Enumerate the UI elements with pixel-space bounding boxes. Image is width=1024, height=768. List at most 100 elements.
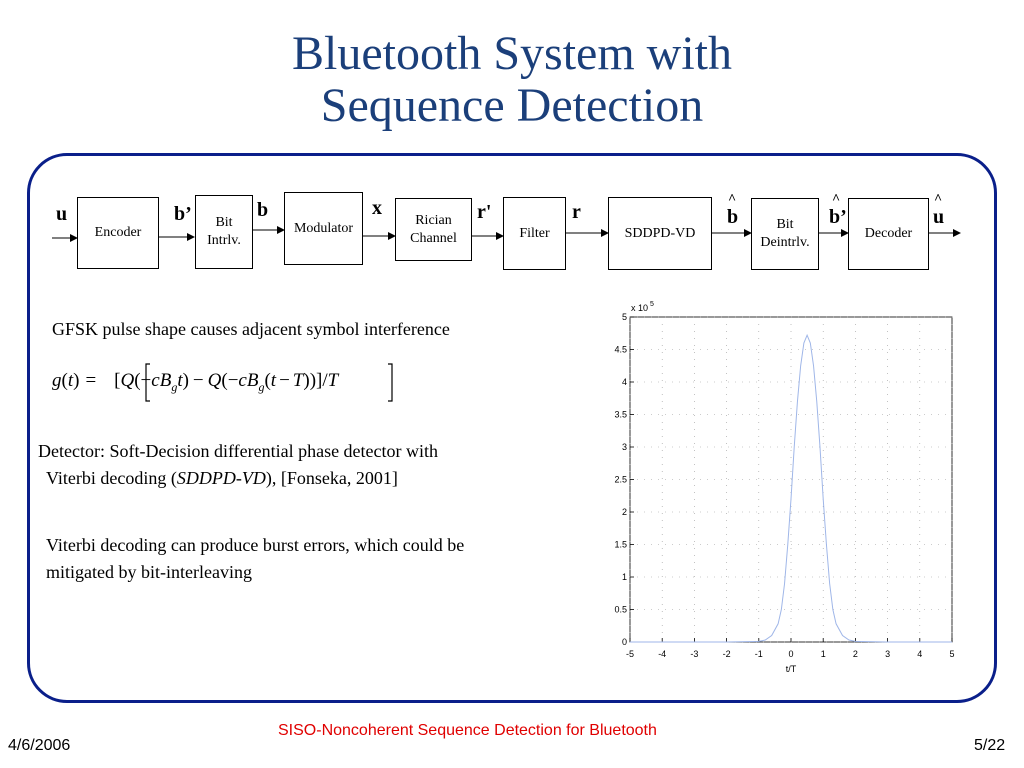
- footer-title: SISO-Noncoherent Sequence Detection for …: [278, 722, 657, 739]
- signal-b-hat: b: [727, 206, 739, 228]
- y-tick-label: 4.5: [614, 345, 627, 355]
- formula-T: T: [327, 370, 339, 391]
- pulse-series-line: [630, 333, 952, 643]
- bit-interleaver-block: Bit Intrlv.: [195, 195, 253, 269]
- filter-label: Filter: [519, 225, 550, 241]
- y-tick-label: 4: [622, 377, 627, 387]
- x-tick-label: 5: [949, 649, 954, 659]
- encoder-label: Encoder: [94, 225, 142, 240]
- title-line-2: Sequence Detection: [320, 79, 704, 132]
- y-multiplier-exponent: 5: [650, 301, 654, 308]
- signal-r: r: [572, 201, 581, 223]
- y-tick-label: 3.5: [614, 410, 627, 420]
- signal-b-hat-caret: ^: [728, 192, 737, 207]
- modulator-label: Modulator: [293, 220, 354, 236]
- formula-T: T: [292, 370, 304, 391]
- x-tick-label: 0: [788, 649, 793, 659]
- filter-block: Filter: [503, 197, 566, 270]
- y-tick-label: 1: [622, 572, 627, 582]
- y-tick-label: 5: [622, 312, 627, 322]
- signal-u-hat-caret: ^: [934, 192, 943, 207]
- x-tick-label: -5: [626, 649, 634, 659]
- decoder-label: Decoder: [864, 226, 913, 241]
- formula-sub-g: g: [171, 379, 178, 394]
- formula-minus: −: [279, 370, 290, 391]
- y-tick-label: 0: [622, 637, 627, 647]
- formula-minus: −: [192, 370, 204, 391]
- formula-paren: ): [303, 370, 310, 391]
- diagram-arrows: [52, 226, 961, 242]
- viterbi-line-2: mitigated by bit-interleaving: [46, 562, 252, 582]
- y-tick-label: 3: [622, 442, 627, 452]
- rician-label-2: Channel: [410, 230, 457, 246]
- formula-b: B: [246, 370, 259, 391]
- bit-interleaver-label-2: Intrlv.: [207, 233, 241, 248]
- signal-b-prime: b’: [174, 203, 192, 225]
- formula-t: t: [67, 370, 74, 391]
- bit-deinterleaver-label-2: Deintrlv.: [760, 235, 810, 250]
- formula-paren: (: [61, 370, 68, 391]
- formula-c: c: [238, 370, 247, 391]
- formula-q: Q: [120, 370, 135, 391]
- content-panel: [27, 153, 997, 703]
- formula-bracket: [: [114, 370, 121, 391]
- formula-paren: ): [182, 370, 189, 391]
- formula-paren: ): [309, 370, 317, 391]
- detector-line-2: Viterbi decoding (SDDPD-VD), [Fonseka, 2…: [46, 465, 398, 491]
- formula-brackets: [145, 363, 393, 402]
- sddpd-vd-block: SDDPD-VD: [608, 197, 712, 270]
- x-axis-label: t/T: [786, 664, 797, 674]
- rician-channel-block: Rician Channel: [395, 198, 472, 261]
- formula-q: Q: [207, 370, 222, 391]
- formula-t: t: [177, 370, 183, 391]
- y-tick-label: 0.5: [614, 605, 627, 615]
- x-tick-label: -2: [723, 649, 731, 659]
- encoder-block: Encoder: [77, 197, 159, 269]
- signal-b: b: [257, 199, 269, 221]
- detector-text-post: ), [Fonseka, 2001]: [265, 468, 398, 488]
- slide-title: Bluetooth System with Sequence Detection: [0, 28, 1024, 132]
- signal-b-hat-prime-caret: ^: [832, 192, 841, 207]
- x-tick-label: -3: [690, 649, 698, 659]
- footer-date: 4/6/2006: [8, 737, 71, 754]
- y-tick-label: 2: [622, 507, 627, 517]
- gfsk-text: GFSK pulse shape causes adjacent symbol …: [52, 319, 450, 339]
- signal-u-hat: u: [933, 206, 945, 228]
- detector-text-italic: SDDPD-VD: [176, 468, 266, 488]
- formula-g: g: [52, 370, 62, 391]
- bit-deinterleaver-label-1: Bit: [776, 217, 794, 232]
- footer-page-number: 5/22: [974, 737, 1006, 754]
- formula-minus: −: [140, 370, 152, 391]
- detector-line-1: Detector: Soft-Decision differential pha…: [38, 441, 439, 461]
- formula-expression: g(t)=[Q(−cBgt)−Q(−cBg(t−T))]/T: [52, 370, 338, 395]
- formula-sub-g: g: [258, 379, 265, 394]
- title-line-1: Bluetooth System with: [291, 27, 732, 80]
- formula-paren: (: [134, 370, 141, 391]
- detector-text-pre: Viterbi decoding (: [46, 468, 177, 488]
- bit-interleaver-label-1: Bit: [215, 215, 233, 230]
- x-tick-label: -4: [658, 649, 666, 659]
- viterbi-line-1: Viterbi decoding can produce burst error…: [46, 535, 465, 555]
- bit-deinterleaver-block: Bit Deintrlv.: [751, 198, 819, 270]
- formula-paren: (: [221, 370, 228, 391]
- x-tick-label: 2: [853, 649, 858, 659]
- x-tick-label: 4: [917, 649, 922, 659]
- x-tick-label: 1: [821, 649, 826, 659]
- signal-r-prime: r': [477, 201, 492, 223]
- x-tick-label: 3: [885, 649, 890, 659]
- formula-equals: =: [85, 370, 97, 391]
- modulator-block: Modulator: [284, 192, 363, 265]
- signal-x: x: [372, 197, 382, 219]
- rician-label-1: Rician: [415, 212, 452, 228]
- formula-t: t: [270, 370, 277, 391]
- y-tick-label: 1.5: [614, 540, 627, 550]
- y-tick-label: 2.5: [614, 475, 627, 485]
- formula-bracket: ]: [316, 370, 323, 391]
- formula-b: B: [159, 370, 172, 391]
- signal-u: u: [56, 203, 68, 225]
- formula-paren: (: [264, 370, 271, 391]
- y-multiplier-label: x 10: [631, 303, 648, 313]
- decoder-block: Decoder: [848, 198, 929, 270]
